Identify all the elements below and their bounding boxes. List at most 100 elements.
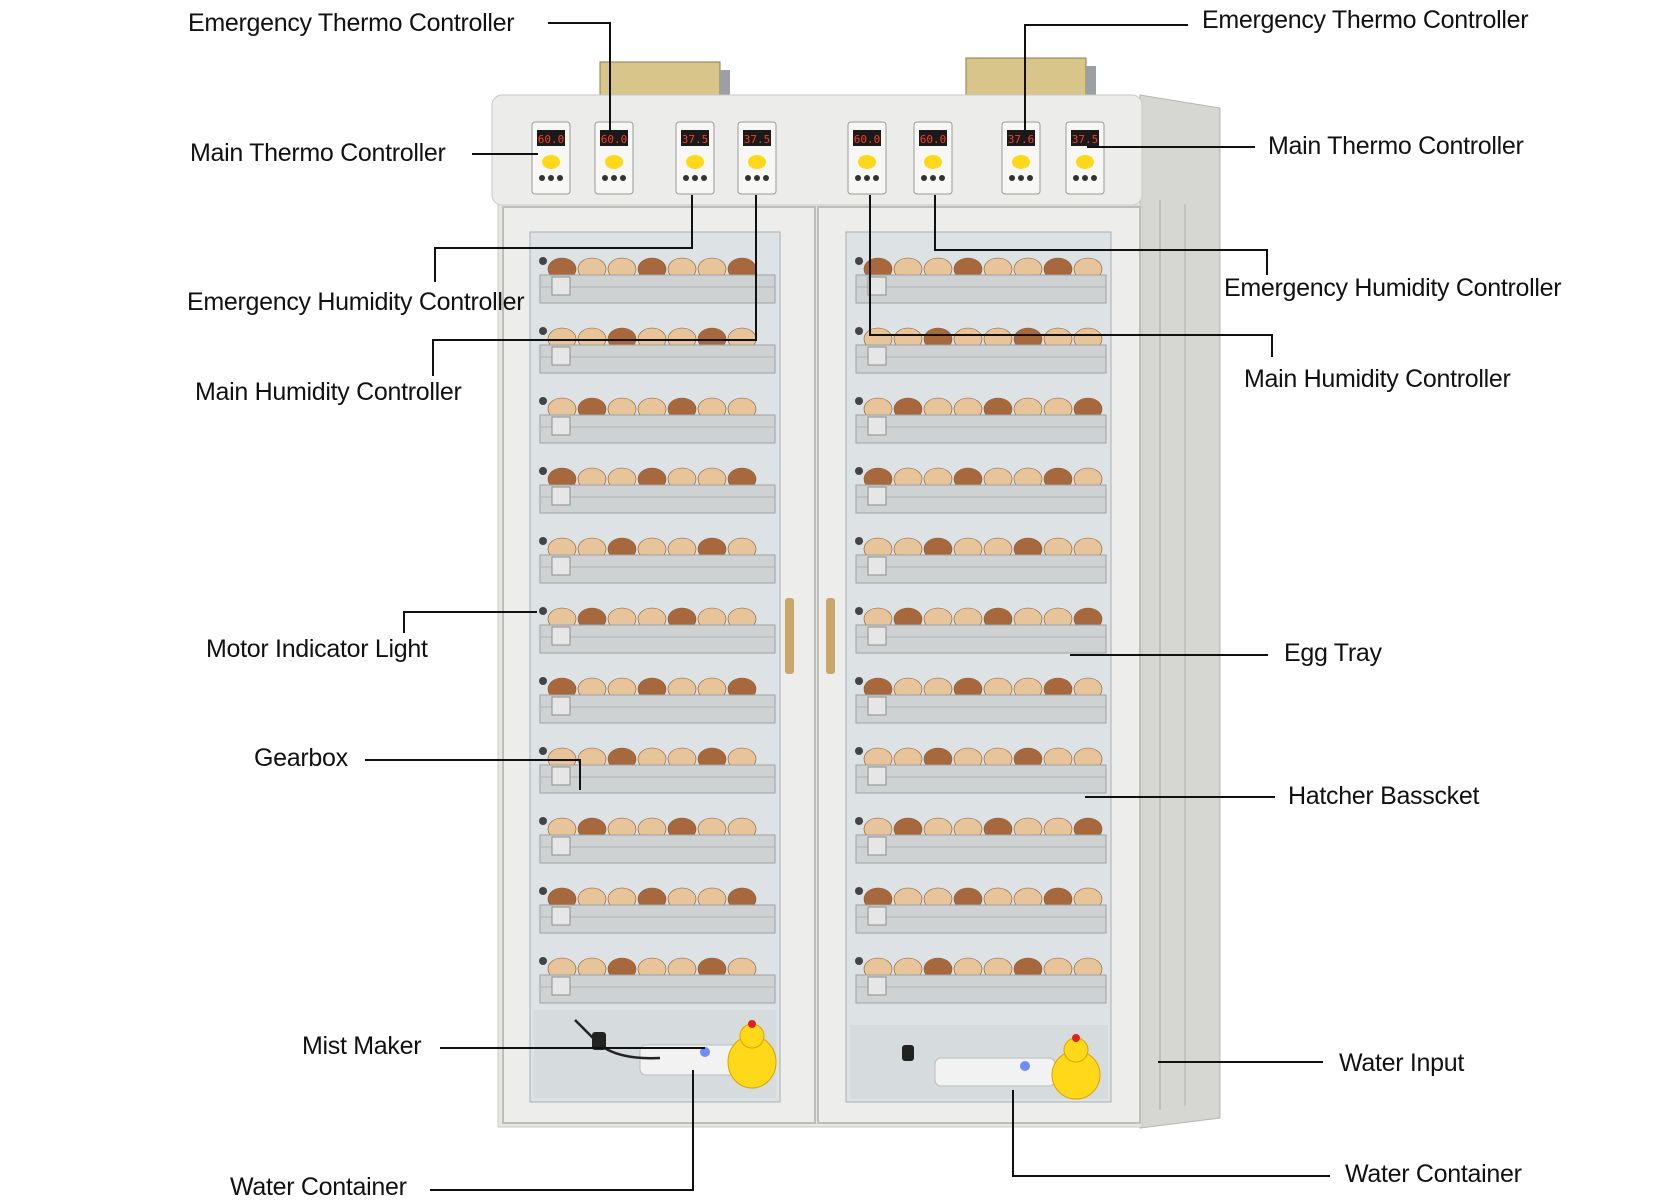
egg-tray	[855, 327, 1107, 374]
motor-indicator-light	[855, 747, 863, 755]
controller-unit: 37.5	[737, 121, 777, 195]
label-main-thermo-right: Main Thermo Controller	[1268, 132, 1524, 160]
egg-tray	[855, 257, 1107, 304]
motor-indicator-light	[539, 257, 547, 265]
gearbox	[551, 626, 571, 646]
chick-logo-right	[1051, 1034, 1101, 1100]
mist-maker	[574, 1019, 914, 1061]
label-mist-maker: Mist Maker	[302, 1032, 422, 1060]
egg-tray	[855, 607, 1107, 654]
gearbox	[867, 976, 887, 996]
gearbox	[551, 976, 571, 996]
gearbox	[867, 346, 887, 366]
motor-indicator-light	[539, 817, 547, 825]
motor-indicator-light	[539, 327, 547, 335]
controller-unit: 60.0	[594, 121, 634, 195]
egg-tray	[855, 957, 1107, 1004]
controller-display-value: 37.5	[1072, 133, 1099, 146]
motor-indicator-light	[539, 467, 547, 475]
motor-indicator-light	[539, 747, 547, 755]
label-main-thermo-left: Main Thermo Controller	[190, 139, 446, 167]
label-water-input: Water Input	[1339, 1049, 1464, 1077]
motor-indicator-light	[855, 677, 863, 685]
egg-tray	[539, 887, 776, 934]
controller-display-value: 60.0	[601, 133, 628, 146]
label-emergency-humidity-left: Emergency Humidity Controller	[187, 288, 525, 316]
label-main-humidity-right: Main Humidity Controller	[1244, 365, 1511, 393]
controller-unit: 37.5	[675, 121, 715, 195]
label-gearbox: Gearbox	[254, 744, 348, 772]
motor-indicator-light	[539, 397, 547, 405]
egg-tray	[855, 887, 1107, 934]
motor-indicator-light	[855, 957, 863, 965]
motor-indicator-light	[855, 467, 863, 475]
egg-tray	[855, 397, 1107, 444]
controller-panel: 60.0 60.0 37.5 37.5 60.0 60.0 37.6 37.5	[531, 121, 1105, 195]
controller-display-value: 60.0	[538, 133, 565, 146]
egg-tray	[855, 817, 1107, 864]
motor-indicator-light	[539, 607, 547, 615]
motor-indicator-light	[855, 887, 863, 895]
gearbox	[551, 906, 571, 926]
gearbox	[551, 276, 571, 296]
gearbox	[551, 766, 571, 786]
egg-tray	[539, 467, 776, 514]
controller-unit: 37.6	[1001, 121, 1041, 195]
motor-indicator-light	[855, 327, 863, 335]
egg-tray	[855, 677, 1107, 724]
label-egg-tray: Egg Tray	[1284, 639, 1382, 667]
egg-tray	[539, 257, 776, 304]
gearbox	[551, 836, 571, 856]
gearbox	[867, 836, 887, 856]
egg-tray	[539, 817, 776, 864]
egg-tray	[855, 537, 1107, 584]
motor-indicator-light	[539, 957, 547, 965]
gearbox	[551, 486, 571, 506]
gearbox	[867, 626, 887, 646]
gearbox	[867, 416, 887, 436]
label-main-humidity-left: Main Humidity Controller	[195, 378, 462, 406]
label-emergency-thermo-left: Emergency Thermo Controller	[188, 9, 515, 37]
egg-tray	[539, 957, 776, 1004]
motor-indicator-light	[539, 677, 547, 685]
chick-logo-left	[727, 1020, 777, 1089]
label-water-container-right: Water Container	[1345, 1160, 1522, 1188]
controller-unit: 37.5	[1065, 121, 1105, 195]
controller-unit: 60.0	[847, 121, 887, 195]
gearbox	[867, 696, 887, 716]
egg-tray	[539, 677, 776, 724]
controller-unit: 60.0	[913, 121, 953, 195]
label-motor-indicator-light: Motor Indicator Light	[206, 635, 428, 663]
motor-indicator-light	[855, 397, 863, 405]
egg-tray	[539, 607, 776, 654]
egg-tray	[855, 747, 1107, 794]
gearbox	[551, 416, 571, 436]
gearbox	[551, 696, 571, 716]
gearbox	[867, 906, 887, 926]
gearbox	[551, 556, 571, 576]
motor-indicator-light	[855, 537, 863, 545]
controller-display-value: 60.0	[854, 133, 881, 146]
egg-tray	[539, 397, 776, 444]
egg-tray	[539, 327, 776, 374]
controller-display-value: 60.0	[920, 133, 947, 146]
label-emergency-thermo-right: Emergency Thermo Controller	[1202, 6, 1529, 34]
egg-tray	[539, 537, 776, 584]
gearbox	[867, 276, 887, 296]
controller-display-value: 37.5	[744, 133, 771, 146]
motor-indicator-light	[855, 257, 863, 265]
label-water-container-left: Water Container	[230, 1173, 407, 1201]
egg-trays-right	[855, 257, 1107, 1004]
leader-lines	[365, 22, 1330, 1191]
controller-display-value: 37.6	[1008, 133, 1035, 146]
egg-tray	[855, 467, 1107, 514]
gearbox	[867, 486, 887, 506]
motor-indicator-light	[539, 887, 547, 895]
gearbox	[867, 556, 887, 576]
motor-indicator-light	[539, 537, 547, 545]
gearbox	[867, 766, 887, 786]
controller-unit: 60.0	[531, 121, 571, 195]
label-emergency-humidity-right: Emergency Humidity Controller	[1224, 274, 1562, 302]
